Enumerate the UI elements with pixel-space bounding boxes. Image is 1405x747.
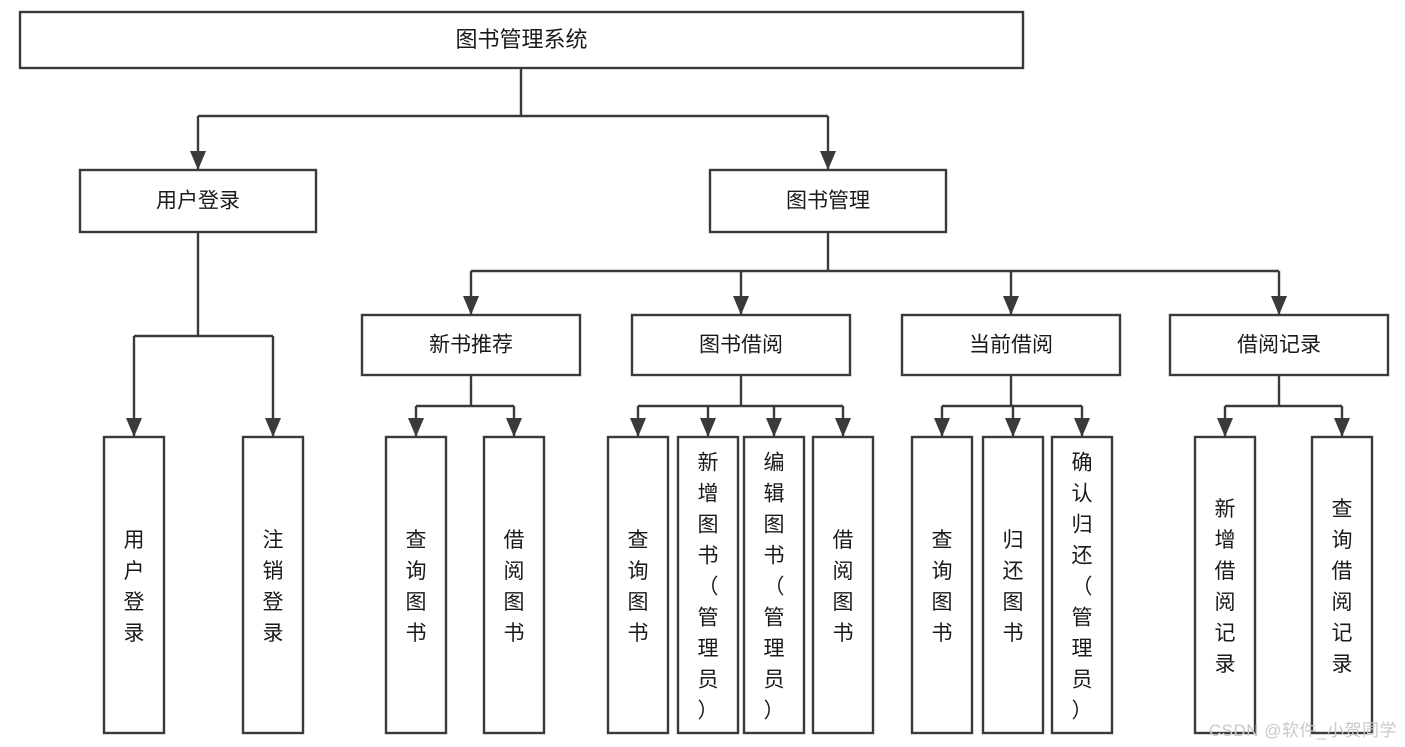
leaf-node-6[interactable]: 编辑图书（管理员） <box>742 435 806 735</box>
leaf-node-1[interactable]: 注销登录 <box>241 435 305 735</box>
root-node-图书管理系统-label: 图书管理系统 <box>455 27 587 52</box>
leaf-node-11-label: 新增借阅记录 <box>1215 498 1236 676</box>
group-1-drop-1-arrow-icon <box>700 418 716 437</box>
management-drop-1-arrow-icon <box>733 296 749 315</box>
leaf-node-4-box[interactable] <box>606 435 670 735</box>
connector-layer <box>126 68 1350 437</box>
leaf-node-10-box[interactable] <box>1050 435 1114 735</box>
level2-node-3[interactable]: 借阅记录 <box>1168 313 1390 377</box>
root-node-图书管理系统[interactable]: 图书管理系统 <box>18 10 1025 70</box>
management-drop-2-arrow-icon <box>1003 296 1019 315</box>
leaf-node-3-label: 借阅图书 <box>504 529 525 645</box>
group-0-drop-0-arrow-icon <box>408 418 424 437</box>
group-1-drop-3-arrow-icon <box>835 418 851 437</box>
management-drop-3-arrow-icon <box>1271 296 1287 315</box>
group-2-drop-0-arrow-icon <box>934 418 950 437</box>
leaf-node-8[interactable]: 查询图书 <box>910 435 974 735</box>
group-1-drop-2-arrow-icon <box>766 418 782 437</box>
level2-node-3-label: 借阅记录 <box>1237 334 1321 357</box>
level2-node-2-label: 当前借阅 <box>969 334 1053 357</box>
leaf-node-3[interactable]: 借阅图书 <box>482 435 546 735</box>
leaf-node-11-box[interactable] <box>1193 435 1257 735</box>
leaf-node-1-box[interactable] <box>241 435 305 735</box>
leaf-node-5-box[interactable] <box>676 435 740 735</box>
level2-node-0-box[interactable] <box>360 313 582 377</box>
leaf-node-8-label: 查询图书 <box>932 529 953 645</box>
group-0-drop-1-arrow-icon <box>506 418 522 437</box>
level1-node-0-label: 用户登录 <box>156 190 240 213</box>
level2-node-1-label: 图书借阅 <box>699 334 783 357</box>
group-1-drop-0-arrow-icon <box>630 418 646 437</box>
level2-node-1-box[interactable] <box>630 313 852 377</box>
level2-node-1[interactable]: 图书借阅 <box>630 313 852 377</box>
level1-node-1[interactable]: 图书管理 <box>708 168 948 234</box>
node-layer: 图书管理系统用户登录图书管理新书推荐图书借阅当前借阅借阅记录用户登录注销登录查询… <box>18 10 1390 735</box>
leaf-node-2-label: 查询图书 <box>406 529 427 645</box>
leaf-node-12-label: 查询借阅记录 <box>1332 498 1353 676</box>
level2-node-2[interactable]: 当前借阅 <box>900 313 1122 377</box>
leaf-node-8-box[interactable] <box>910 435 974 735</box>
root-node-图书管理系统-box[interactable] <box>18 10 1025 70</box>
leaf-node-0-label: 用户登录 <box>124 529 145 645</box>
group-3-drop-1-arrow-icon <box>1334 418 1350 437</box>
level1-node-1-box[interactable] <box>708 168 948 234</box>
leaf-node-4-label: 查询图书 <box>628 529 649 645</box>
leaf-node-9-box[interactable] <box>981 435 1045 735</box>
leaf-node-2-box[interactable] <box>384 435 448 735</box>
leaf-node-3-box[interactable] <box>482 435 546 735</box>
leaf-node-1-label: 注销登录 <box>263 529 284 645</box>
login-drop-0-arrow-icon <box>126 418 142 437</box>
group-3-drop-0-arrow-icon <box>1217 418 1233 437</box>
level2-node-0-label: 新书推荐 <box>429 334 513 357</box>
leaf-node-0-box[interactable] <box>102 435 166 735</box>
leaf-node-7-label: 借阅图书 <box>833 529 854 645</box>
leaf-node-9-label: 归还图书 <box>1003 529 1024 645</box>
group-2-drop-1-arrow-icon <box>1005 418 1021 437</box>
level1-node-0[interactable]: 用户登录 <box>78 168 318 234</box>
level2-node-0[interactable]: 新书推荐 <box>360 313 582 377</box>
leaf-node-7-box[interactable] <box>811 435 875 735</box>
leaf-node-0[interactable]: 用户登录 <box>102 435 166 735</box>
leaf-node-10[interactable]: 确认归还（管理员） <box>1050 435 1114 735</box>
level2-node-3-box[interactable] <box>1168 313 1390 377</box>
leaf-node-12-box[interactable] <box>1310 435 1374 735</box>
leaf-node-7[interactable]: 借阅图书 <box>811 435 875 735</box>
management-drop-0-arrow-icon <box>463 296 479 315</box>
login-drop-1-arrow-icon <box>265 418 281 437</box>
leaf-node-6-box[interactable] <box>742 435 806 735</box>
leaf-node-6-label: 编辑图书（管理员） <box>764 452 785 723</box>
root-drop-0-arrow-icon <box>190 151 206 170</box>
leaf-node-10-label: 确认归还（管理员） <box>1072 452 1093 723</box>
leaf-node-2[interactable]: 查询图书 <box>384 435 448 735</box>
level1-node-1-label: 图书管理 <box>786 190 870 213</box>
level1-node-0-box[interactable] <box>78 168 318 234</box>
leaf-node-5-label: 新增图书（管理员） <box>698 452 719 723</box>
leaf-node-12[interactable]: 查询借阅记录 <box>1310 435 1374 735</box>
leaf-node-9[interactable]: 归还图书 <box>981 435 1045 735</box>
leaf-node-4[interactable]: 查询图书 <box>606 435 670 735</box>
root-drop-1-arrow-icon <box>820 151 836 170</box>
leaf-node-5[interactable]: 新增图书（管理员） <box>676 435 740 735</box>
leaf-node-11[interactable]: 新增借阅记录 <box>1193 435 1257 735</box>
group-2-drop-2-arrow-icon <box>1074 418 1090 437</box>
level2-node-2-box[interactable] <box>900 313 1122 377</box>
